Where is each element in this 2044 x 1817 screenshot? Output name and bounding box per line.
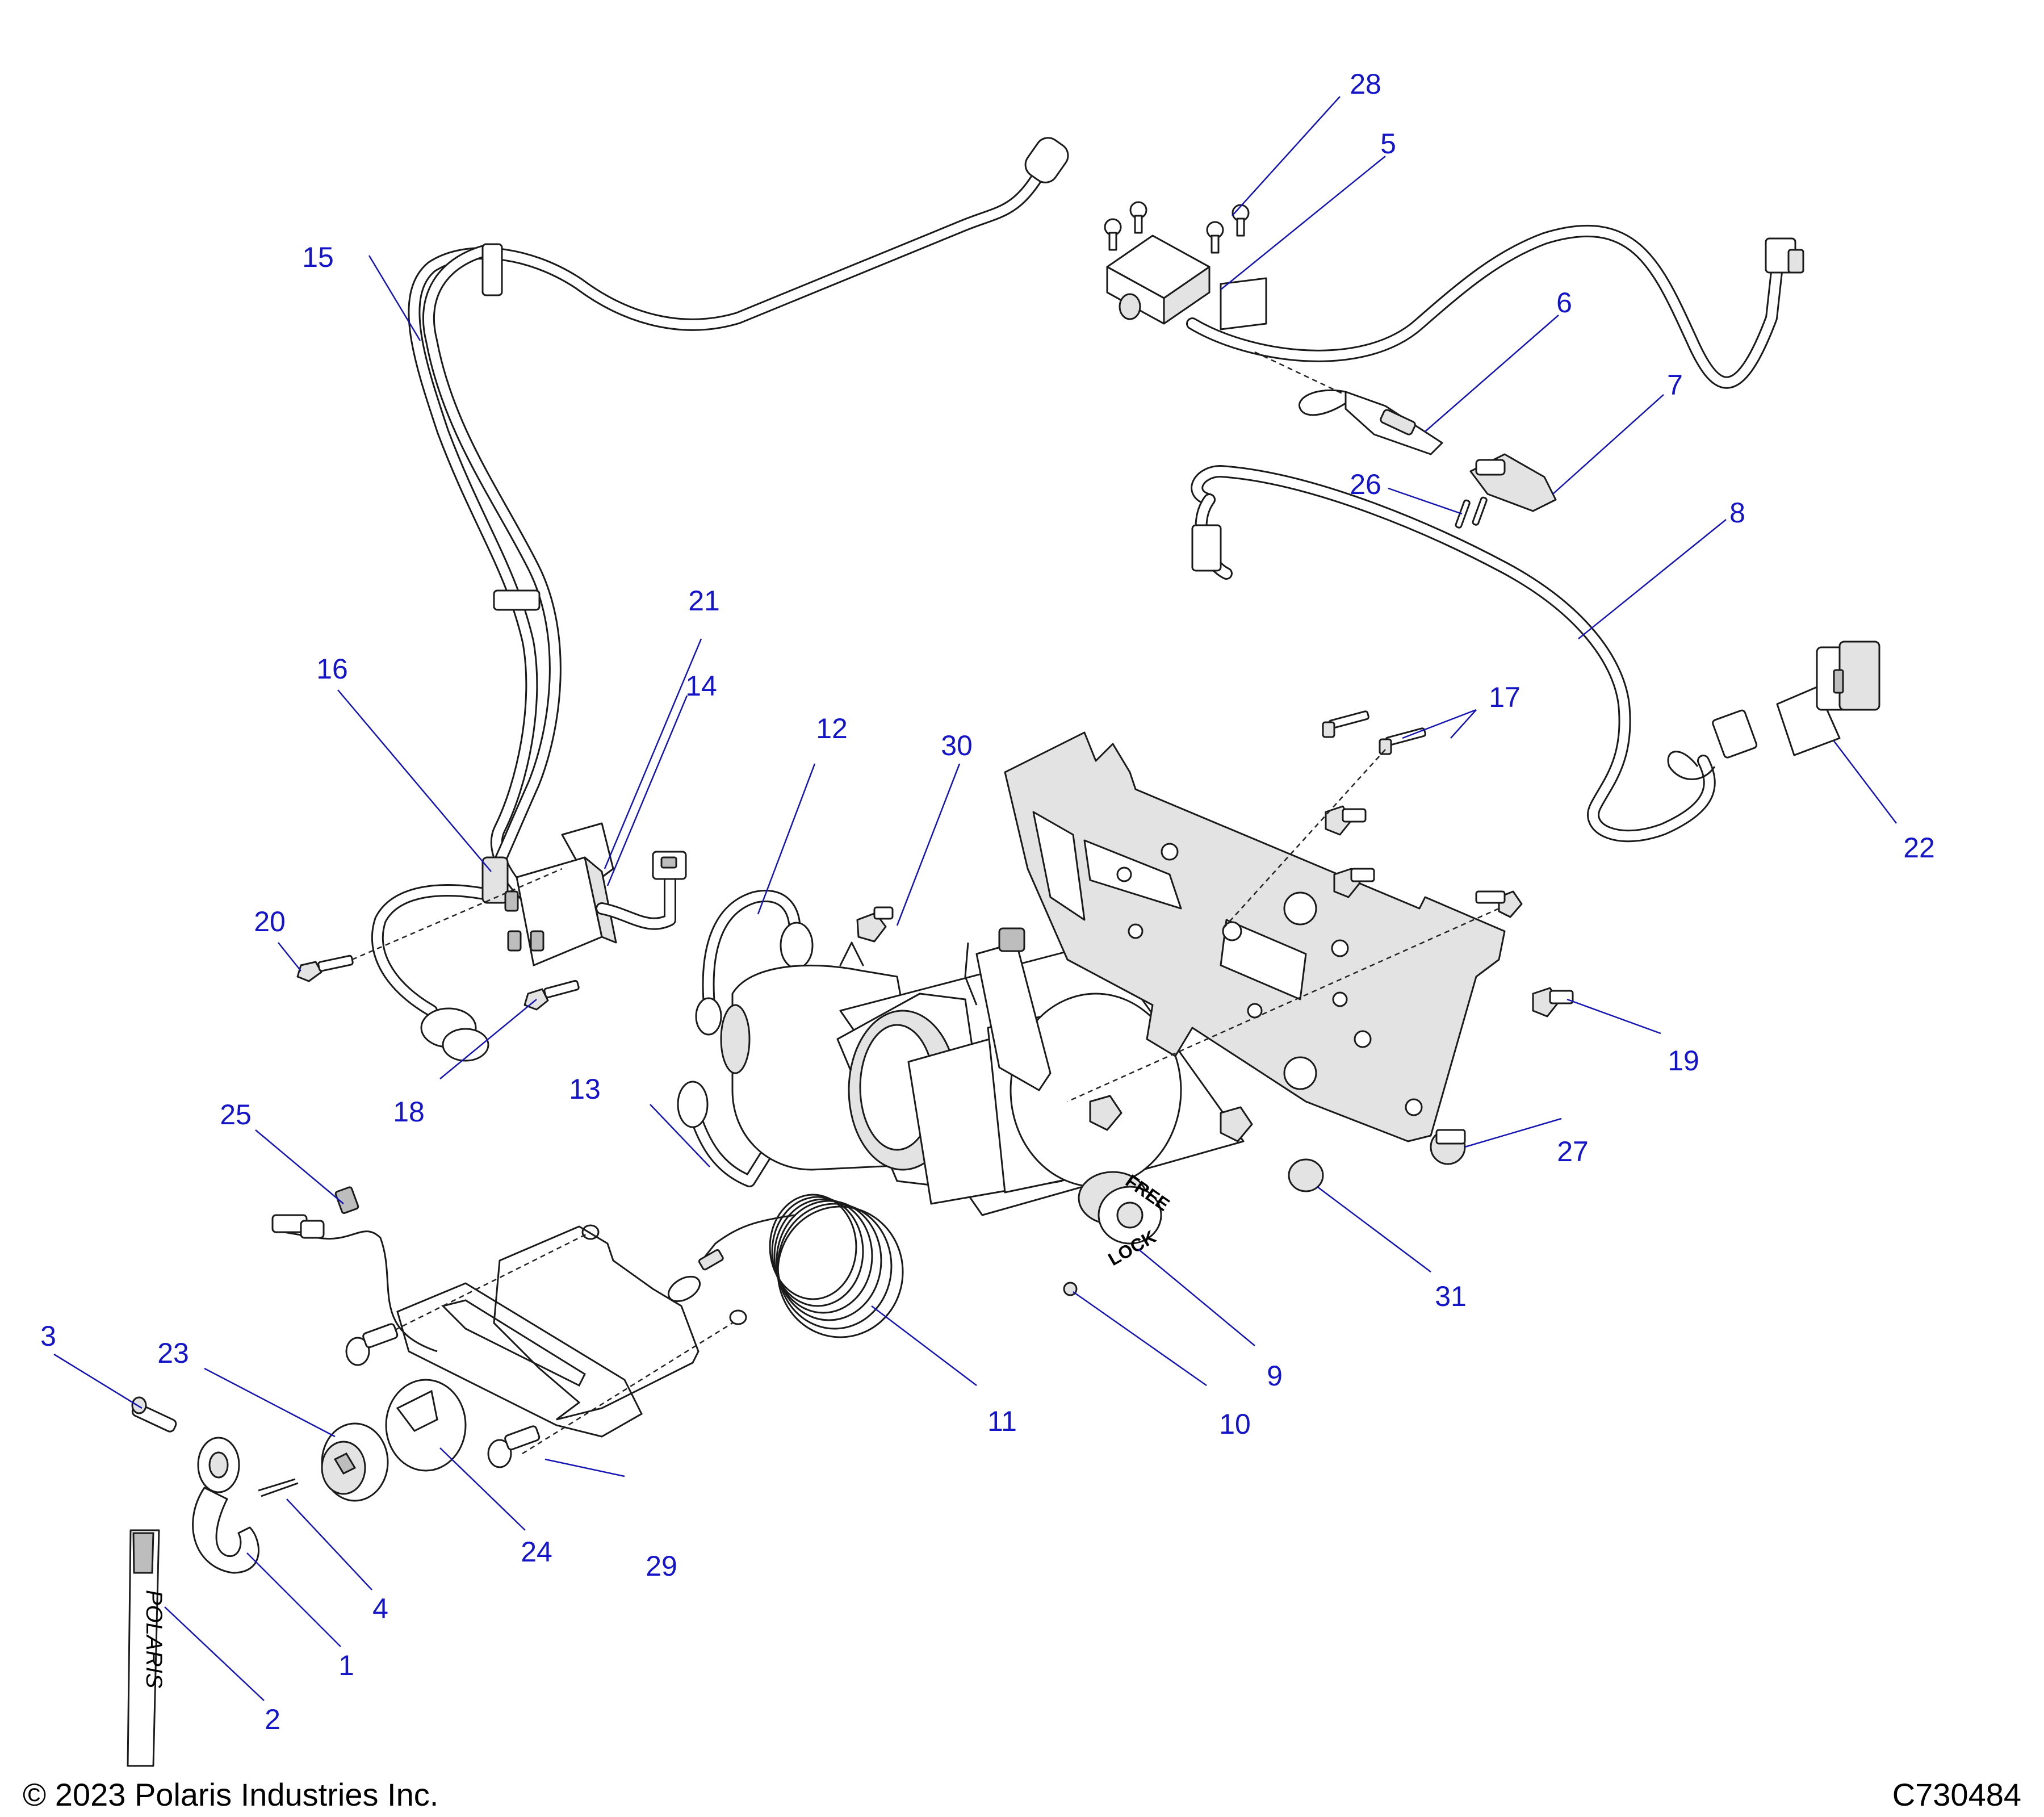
nuts-plate [1089, 1095, 1324, 1192]
callout-leaders [53, 96, 1897, 1701]
bolt-18 [523, 979, 580, 1011]
callout-17: 17 [1489, 681, 1521, 713]
callout-11: 11 [987, 1405, 1017, 1437]
callout-31: 31 [1435, 1280, 1467, 1312]
bolt-27 [1430, 1129, 1466, 1165]
remote-receiver-module [1106, 224, 1804, 389]
callout-30: 30 [941, 730, 973, 761]
callout-19: 19 [1668, 1045, 1699, 1077]
cotter-pin [258, 1478, 299, 1497]
polaris-decal-text: POLARIS [141, 1590, 166, 1689]
bolt-17b [1322, 710, 1369, 738]
bolt-mid [1325, 805, 1523, 918]
remote-fob-holder [1469, 453, 1557, 512]
remote-extension-harness [1191, 465, 1758, 843]
nut-31 [1288, 1158, 1324, 1192]
winch-rope-coil [668, 1194, 904, 1338]
winch-assembly: FREE LOCK [720, 941, 1245, 1296]
callout-7: 7 [1667, 369, 1683, 401]
callout-labels: 28 5 6 7 26 8 17 22 19 27 31 9 10 11 30 … [40, 68, 1935, 1735]
callout-28: 28 [1350, 68, 1381, 100]
callout-5: 5 [1380, 128, 1396, 160]
power-cable-harness [371, 137, 1069, 1062]
callout-16: 16 [316, 653, 348, 685]
callout-26: 26 [1350, 468, 1381, 500]
hook-strap: POLARIS [127, 1529, 166, 1767]
callout-10: 10 [1219, 1408, 1251, 1440]
callout-21: 21 [688, 585, 720, 617]
bolts-29 [345, 1323, 541, 1468]
drawing-code: C730484 [1892, 1777, 2021, 1812]
callout-29: 29 [646, 1550, 677, 1582]
rope-stopper [385, 1379, 467, 1472]
callout-6: 6 [1556, 287, 1572, 319]
winch-hook [192, 1437, 259, 1574]
callout-27: 27 [1557, 1136, 1589, 1167]
callout-12: 12 [816, 713, 848, 744]
motor-cable-12 [695, 890, 814, 1036]
copyright-notice: © 2023 Polaris Industries Inc. [23, 1777, 439, 1812]
bolt-30 [856, 906, 894, 943]
callout-14: 14 [685, 670, 717, 702]
clevis-pin [131, 1396, 177, 1433]
sensor-harness-25 [271, 1186, 438, 1353]
callout-8: 8 [1729, 497, 1745, 529]
connector-22 [1776, 640, 1880, 756]
callout-3: 3 [40, 1320, 56, 1352]
relay-connector-block [964, 927, 1052, 1091]
winch-contactor [504, 822, 687, 966]
callout-18: 18 [393, 1096, 425, 1128]
fairlead-plate [396, 1224, 747, 1438]
cable-clamp-16 [481, 856, 509, 904]
callout-20: 20 [254, 906, 286, 937]
callout-25: 25 [220, 1099, 252, 1131]
callout-4: 4 [372, 1593, 388, 1625]
screws-28 [1104, 201, 1250, 254]
remote-fob [1298, 389, 1443, 455]
callout-23: 23 [157, 1337, 189, 1369]
callout-24: 24 [521, 1536, 552, 1568]
winch-mount-plate [1004, 731, 1506, 1142]
callout-1: 1 [338, 1649, 354, 1681]
hook-thimble [321, 1422, 389, 1502]
bolt-20 [296, 954, 354, 982]
callout-22: 22 [1903, 832, 1935, 864]
bolt-19 [1532, 987, 1574, 1018]
callout-15: 15 [302, 241, 334, 273]
callout-9: 9 [1267, 1360, 1283, 1392]
callout-2: 2 [265, 1703, 280, 1735]
callout-13: 13 [569, 1073, 601, 1105]
